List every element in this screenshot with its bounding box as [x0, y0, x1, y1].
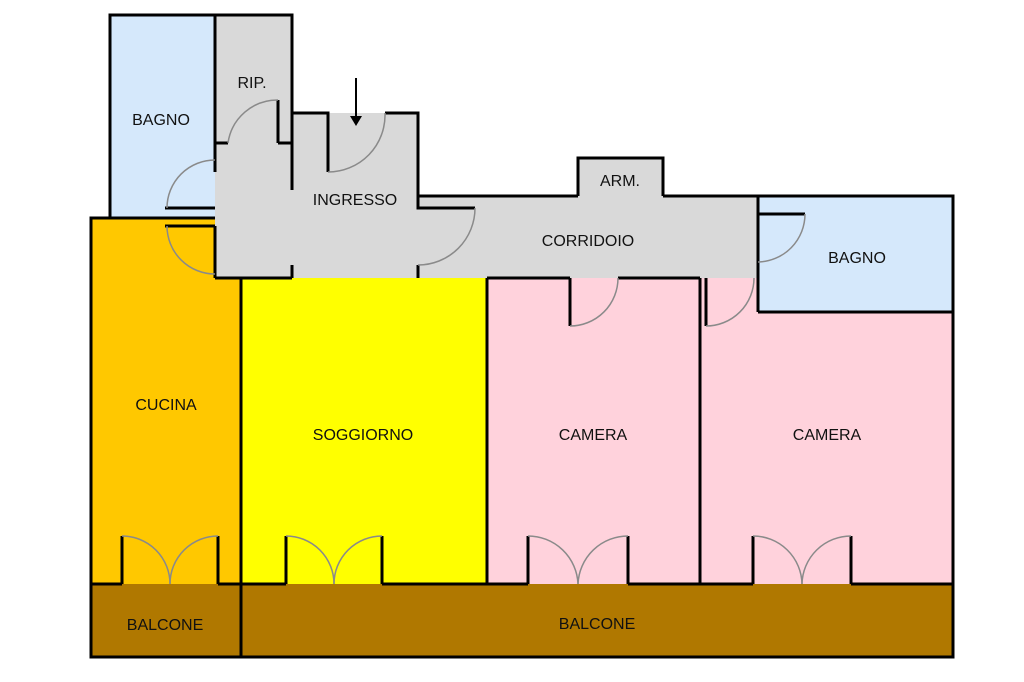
- label-balcone-main: BALCONE: [559, 616, 635, 633]
- room-camera-1: [487, 278, 700, 584]
- label-balcone-left: BALCONE: [127, 617, 203, 634]
- label-bagno-right: BAGNO: [828, 250, 886, 267]
- label-bagno-left: BAGNO: [132, 112, 190, 129]
- room-armadio: [578, 158, 663, 196]
- room-cucina: [91, 218, 241, 584]
- entrance-arrow-icon: [350, 78, 362, 126]
- label-ingresso: INGRESSO: [313, 192, 397, 209]
- room-camera-2: [700, 278, 953, 584]
- label-soggiorno: SOGGIORNO: [313, 427, 413, 444]
- room-bagno-left: [110, 15, 215, 218]
- label-ripostiglio: RIP.: [237, 75, 266, 92]
- walls: [89, 13, 955, 659]
- room-balcone-left: [91, 584, 241, 657]
- label-corridoio: CORRIDOIO: [542, 233, 634, 250]
- label-camera-1: CAMERA: [559, 427, 628, 444]
- room-soggiorno: [241, 278, 487, 584]
- label-cucina: CUCINA: [135, 397, 197, 414]
- door-swings: [121, 99, 852, 585]
- label-armadio: ARM.: [600, 173, 640, 190]
- room-balcone-main: [241, 584, 953, 657]
- label-camera-2: CAMERA: [793, 427, 862, 444]
- room-ingresso: [215, 15, 758, 278]
